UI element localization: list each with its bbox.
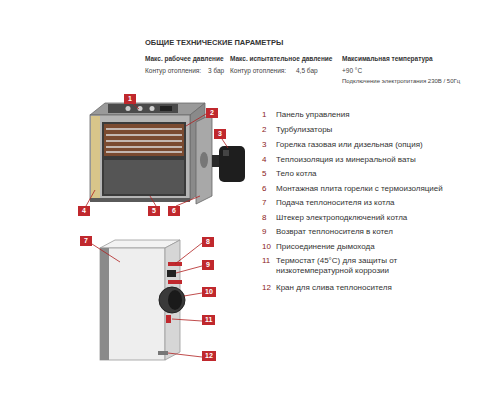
list-number: 4 — [262, 155, 266, 165]
turbulator — [106, 151, 182, 153]
list-number: 1 — [262, 110, 266, 120]
callout-number: 1 — [124, 94, 136, 104]
list-number: 12 — [262, 283, 271, 293]
parameter-value: Контур отопления: — [145, 67, 201, 75]
door-port — [200, 152, 208, 168]
firebox — [102, 122, 186, 196]
leader-line — [150, 196, 156, 206]
knob — [150, 106, 155, 111]
leader-line — [168, 353, 202, 357]
knob — [126, 106, 131, 111]
leader-line — [175, 243, 202, 264]
plug — [167, 270, 176, 277]
thermostat — [166, 315, 171, 323]
part-name: Штекер электроподключений котла — [276, 213, 476, 223]
control-panel — [108, 104, 178, 113]
leader-lines — [86, 104, 228, 357]
list-number: 7 — [262, 198, 266, 208]
part-name: Турбулизаторы — [276, 125, 476, 135]
part-name: Горелка газовая или дизельная (опция) — [276, 140, 476, 150]
callout-number: 2 — [206, 108, 218, 118]
boiler-cutaway — [90, 103, 245, 204]
combustion-chamber — [104, 160, 184, 194]
boiler-front — [90, 115, 190, 200]
part-name: Подача теплоносителя из котла — [276, 198, 476, 208]
parameter-heading: Макс. рабочее давление — [145, 55, 224, 63]
turbulator — [106, 134, 182, 136]
flue-opening — [168, 290, 182, 310]
leader-line — [86, 190, 95, 206]
list-number: 3 — [262, 140, 266, 150]
list-number: 11 — [262, 256, 270, 266]
flue-collar — [159, 287, 185, 313]
return-pipe — [168, 280, 182, 284]
leader-line — [133, 104, 139, 109]
callout-number: 11 — [202, 315, 215, 325]
part-name: Кран для слива теплоносителя — [276, 283, 476, 293]
part-name: Термостат (45°C) для защиты от низкотемп… — [276, 256, 476, 276]
boiler-front — [100, 248, 165, 360]
leader-line — [184, 293, 202, 296]
turbulator — [106, 146, 182, 148]
parameter-value: 4,5 бар — [296, 67, 318, 75]
turbulator — [106, 128, 182, 130]
parameter-heading: Макс. испытательное давление — [230, 55, 332, 63]
leader-line — [222, 139, 228, 148]
leader-line — [92, 244, 120, 262]
boiler-base — [90, 198, 190, 202]
turbulator — [106, 140, 182, 142]
callout-number: 6 — [168, 206, 180, 216]
parameter-value: 3 бар — [208, 67, 224, 75]
part-name: Панель управления — [276, 110, 476, 120]
callout-number: 9 — [202, 260, 214, 270]
list-number: 10 — [262, 242, 271, 252]
callout-number: 7 — [80, 236, 92, 246]
display — [160, 106, 172, 111]
list-number: 9 — [262, 227, 266, 237]
leader-line — [176, 266, 202, 273]
leader-line — [186, 114, 206, 126]
callout-number: 12 — [202, 351, 216, 361]
insulation — [91, 116, 100, 199]
burner — [219, 146, 245, 182]
burner-neck — [212, 155, 220, 167]
boiler-rear — [100, 240, 185, 360]
list-number: 2 — [262, 125, 266, 135]
burner-detail — [223, 150, 229, 156]
burner-door — [196, 114, 212, 204]
callout-number: 5 — [148, 206, 160, 216]
parameter-heading: Максимальная температура — [342, 55, 433, 63]
side-panel — [100, 248, 109, 360]
part-name: Возврат теплоносителя в котел — [276, 227, 476, 237]
callout-number: 8 — [202, 237, 214, 247]
list-number: 5 — [262, 169, 266, 179]
callout-number: 10 — [202, 287, 216, 297]
leader-line — [176, 196, 200, 206]
part-name: Теплоизоляция из минеральной ваты — [276, 155, 476, 165]
callout-number: 3 — [214, 129, 226, 139]
part-name: Монтажная плита горелки с термоизоляцией — [276, 184, 476, 194]
boiler-top — [90, 103, 205, 115]
list-number: 8 — [262, 213, 266, 223]
parameter-value: Контур отопления: — [230, 67, 286, 75]
part-name: Тело котла — [276, 169, 476, 179]
parameter-note: Подключение электропитания 230В / 50Гц — [342, 78, 460, 85]
drain-tap — [158, 351, 168, 355]
heat-exchanger — [104, 124, 184, 156]
part-name: Присоединение дымохода — [276, 242, 476, 252]
leader-line — [172, 319, 202, 321]
title-text: ОБЩИЕ ТЕХНИЧЕСКИЕ ПАРАМЕТРЫ — [145, 38, 283, 47]
list-number: 6 — [262, 184, 266, 194]
parameter-value: +90 °C — [342, 67, 362, 75]
callout-number: 4 — [78, 206, 90, 216]
